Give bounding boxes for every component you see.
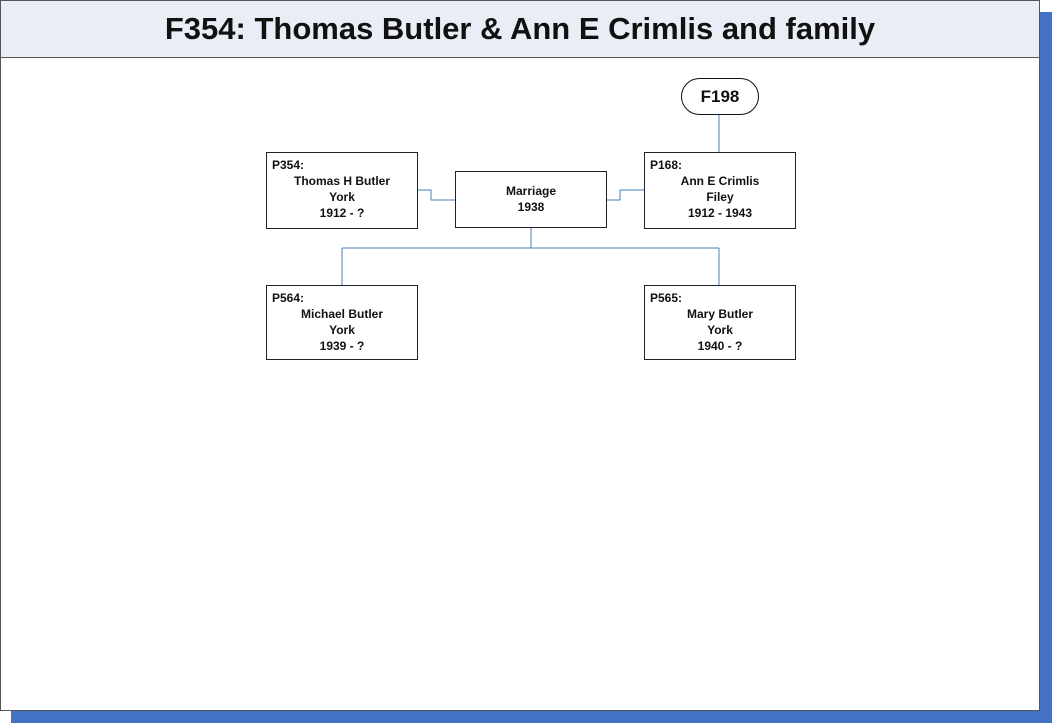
person-dates: 1912 - ?	[319, 206, 365, 220]
chart-page: F354: Thomas Butler & Ann E Crimlis and …	[0, 0, 1040, 711]
person-name: Michael Butler	[300, 307, 384, 321]
person-dates: 1912 - 1943	[687, 206, 753, 220]
person-name: Ann E Crimlis	[680, 174, 760, 188]
marriage-year: 1938	[517, 200, 545, 214]
parent-family-link[interactable]: F198	[681, 78, 759, 115]
child-person-box-2[interactable]: P565: Mary Butler York 1940 - ?	[644, 285, 796, 360]
marriage-box: Marriage 1938	[455, 171, 607, 228]
person-place: Filey	[706, 190, 734, 204]
person-id: P354:	[272, 158, 305, 172]
page-title: F354: Thomas Butler & Ann E Crimlis and …	[164, 11, 876, 46]
person-dates: 1940 - ?	[697, 339, 743, 353]
person-name: Thomas H Butler	[293, 174, 390, 188]
wife-marriage-connector	[607, 189, 644, 201]
husband-marriage-connector	[418, 189, 455, 201]
child-person-box-1[interactable]: P564: Michael Butler York 1939 - ?	[266, 285, 418, 360]
person-place: York	[707, 323, 733, 337]
person-place: York	[329, 323, 355, 337]
person-name: Mary Butler	[686, 307, 754, 321]
person-place: York	[329, 190, 355, 204]
person-id: P565:	[650, 291, 683, 305]
person-id: P168:	[650, 158, 683, 172]
husband-person-box[interactable]: P354: Thomas H Butler York 1912 - ?	[266, 152, 418, 229]
person-id: P564:	[272, 291, 305, 305]
marriage-label: Marriage	[505, 184, 557, 198]
person-dates: 1939 - ?	[319, 339, 365, 353]
wife-person-box[interactable]: P168: Ann E Crimlis Filey 1912 - 1943	[644, 152, 796, 229]
title-bar: F354: Thomas Butler & Ann E Crimlis and …	[1, 1, 1039, 58]
connector-lines	[341, 115, 720, 285]
